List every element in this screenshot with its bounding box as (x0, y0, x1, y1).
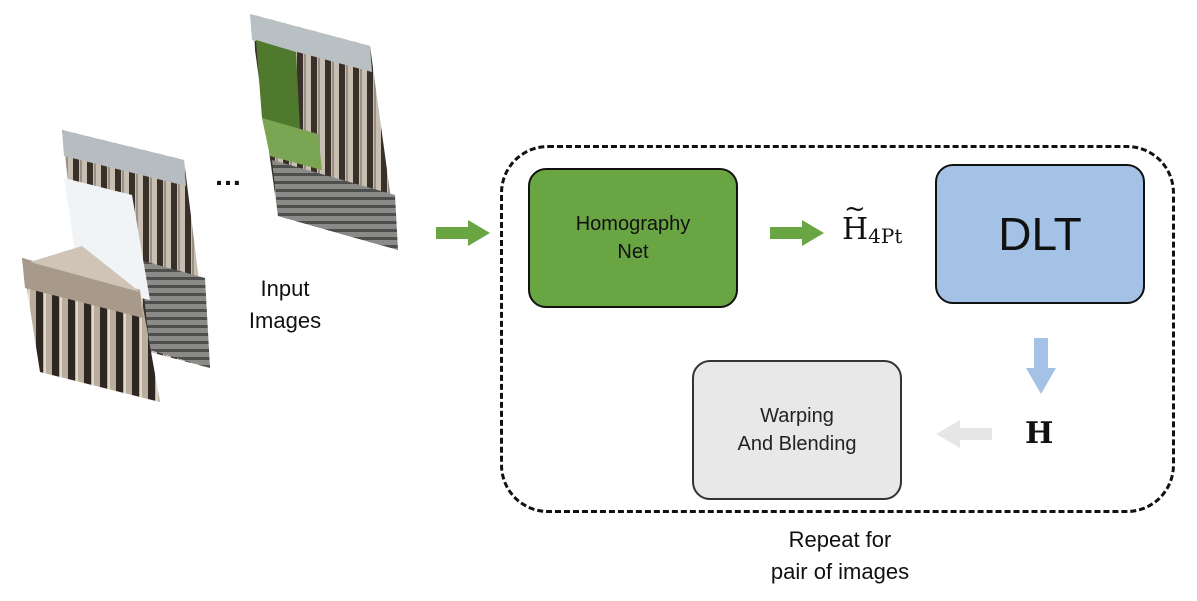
homography-net-box: Homography Net (528, 168, 738, 308)
h4pt-symbol: ~ H 4Pt (842, 194, 903, 248)
dlt-box: DLT (935, 164, 1145, 304)
h4pt-subscript: 4Pt (868, 224, 903, 248)
arrow-down-icon (1026, 338, 1056, 394)
repeat-group (500, 145, 1175, 513)
arrow-right-icon (436, 220, 490, 246)
ellipsis-dots: … (214, 160, 245, 191)
warping-blending-label: Warping And Blending (737, 405, 857, 455)
h-symbol: H (1025, 416, 1054, 451)
repeat-label: Repeat for pair of images (770, 527, 910, 584)
h4pt-tilde: ~ (844, 194, 866, 224)
arrow-right-icon (770, 220, 824, 246)
input-image-top (250, 14, 398, 250)
arrow-left-icon (936, 420, 992, 448)
dlt-label: DLT (998, 208, 1082, 260)
h4pt-base: H (842, 212, 869, 247)
input-images-label: Input Images (248, 276, 322, 333)
warping-blending-box: Warping And Blending (692, 360, 902, 500)
input-images-stack (22, 14, 398, 402)
homography-net-label: Homography Net (575, 213, 691, 263)
input-image-front (22, 246, 160, 402)
